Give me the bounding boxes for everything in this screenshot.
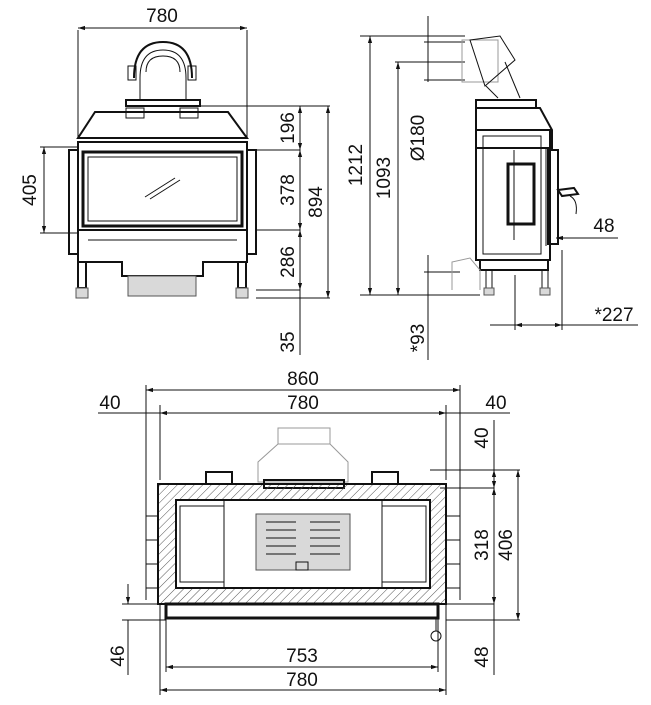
plan-bottom-inner: 753: [286, 646, 318, 667]
front-dim-total: 894: [306, 186, 327, 218]
side-dim-overall: 1212: [346, 144, 367, 186]
plan-right-top: 40: [472, 427, 493, 448]
side-dim-depth: *227: [594, 305, 633, 326]
plan-right-bottom: 48: [472, 646, 493, 667]
front-view: 780 40: [20, 6, 331, 355]
plan-view: 860 780 40 40: [98, 369, 521, 695]
plan-right-mid: 318: [472, 529, 493, 561]
plan-inner-width: 780: [287, 393, 319, 414]
front-dim-foot: 35: [278, 331, 299, 352]
grate-slots: [266, 521, 340, 555]
front-height-label: 405: [20, 174, 41, 206]
front-dim-bottom: 286: [278, 246, 299, 278]
side-dim-diameter: Ø180: [408, 115, 429, 161]
plan-left-bottom: 46: [108, 645, 129, 666]
front-width-label: 780: [146, 6, 178, 27]
plan-total-width: 860: [287, 369, 319, 390]
side-dim-flue: 1093: [374, 157, 395, 199]
plan-left-margin: 40: [99, 393, 120, 414]
side-dim-note: *93: [408, 324, 429, 353]
side-ribs: [146, 515, 460, 589]
plan-right-total: 406: [496, 529, 517, 561]
front-dim-top: 196: [278, 112, 299, 144]
plan-bottom-total: 780: [286, 670, 318, 691]
side-view: 1212 1093 Ø180 *93: [346, 16, 638, 360]
front-dim-middle: 378: [278, 174, 299, 206]
plan-right-margin: 40: [485, 393, 506, 414]
side-dim-handle: 48: [593, 216, 614, 237]
